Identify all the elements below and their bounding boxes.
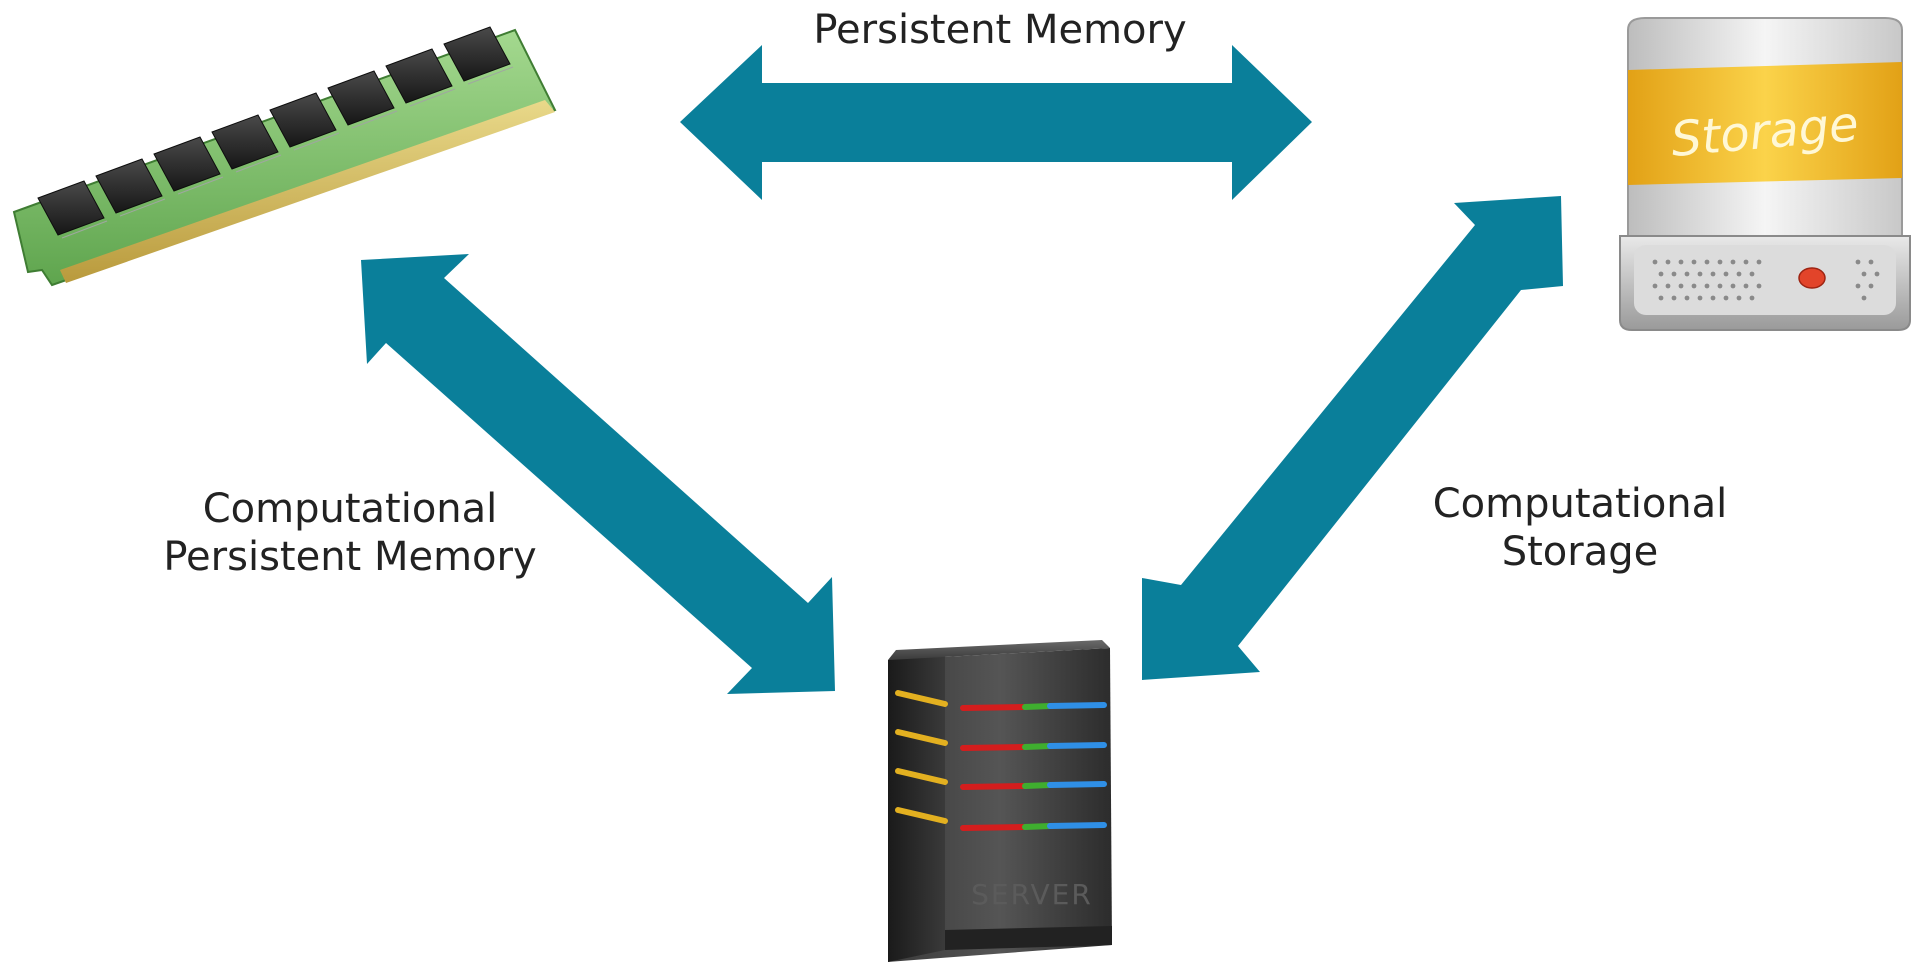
server-front-text: SERVER: [971, 878, 1093, 911]
persistent-memory-label-text: Persistent Memory: [813, 7, 1187, 53]
computational-persistent-memory-label: Computational Persistent Memory: [120, 485, 580, 581]
computational-storage-label: Computational Storage: [1370, 480, 1790, 576]
computational-persistent-memory-line2: Persistent Memory: [163, 534, 537, 580]
persistent-memory-label: Persistent Memory: [780, 6, 1220, 54]
double-arrow-right: [1142, 196, 1563, 680]
storage-led-icon: [1798, 267, 1826, 289]
server-tower-icon: SERVER: [888, 640, 1112, 962]
double-arrow-left: [361, 254, 835, 694]
computational-storage-line1: Computational: [1432, 481, 1728, 527]
ram-module-icon: [12, 26, 557, 287]
double-arrow-top: [680, 45, 1312, 200]
computational-persistent-memory-line1: Computational: [202, 486, 498, 532]
computational-storage-line2: Storage: [1501, 529, 1659, 575]
storage-drive-icon: Storage: [1619, 17, 1911, 331]
